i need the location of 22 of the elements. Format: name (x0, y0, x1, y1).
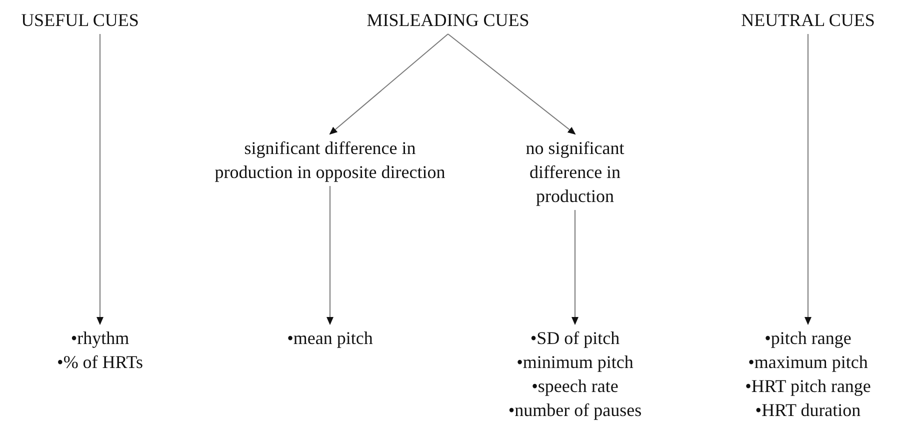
cue-list: •speech rate (532, 374, 618, 398)
condition-text: no significant difference in production (524, 137, 626, 208)
cue-list: •HRT duration (755, 398, 861, 422)
category-heading: MISLEADING CUES (366, 9, 530, 32)
arrow (448, 34, 576, 135)
cue-list: •rhythm (70, 326, 130, 350)
cue-list: •minimum pitch (516, 350, 634, 374)
category-heading: USEFUL CUES (21, 9, 139, 32)
category-heading: NEUTRAL CUES (741, 9, 875, 32)
arrow (96, 34, 104, 325)
cue-list: •number of pauses (508, 398, 642, 422)
arrow (804, 34, 812, 325)
cue-list: •HRT pitch range (745, 374, 871, 398)
arrow (326, 186, 334, 325)
arrow (329, 34, 448, 135)
cue-list: •SD of pitch (530, 326, 620, 350)
cue-list: •mean pitch (287, 326, 373, 350)
cue-list: •maximum pitch (748, 350, 868, 374)
cue-list: •% of HRTs (57, 350, 143, 374)
cue-list: •pitch range (764, 326, 852, 350)
arrow (572, 210, 578, 325)
condition-text: significant difference in production in opposite direction (214, 137, 446, 184)
